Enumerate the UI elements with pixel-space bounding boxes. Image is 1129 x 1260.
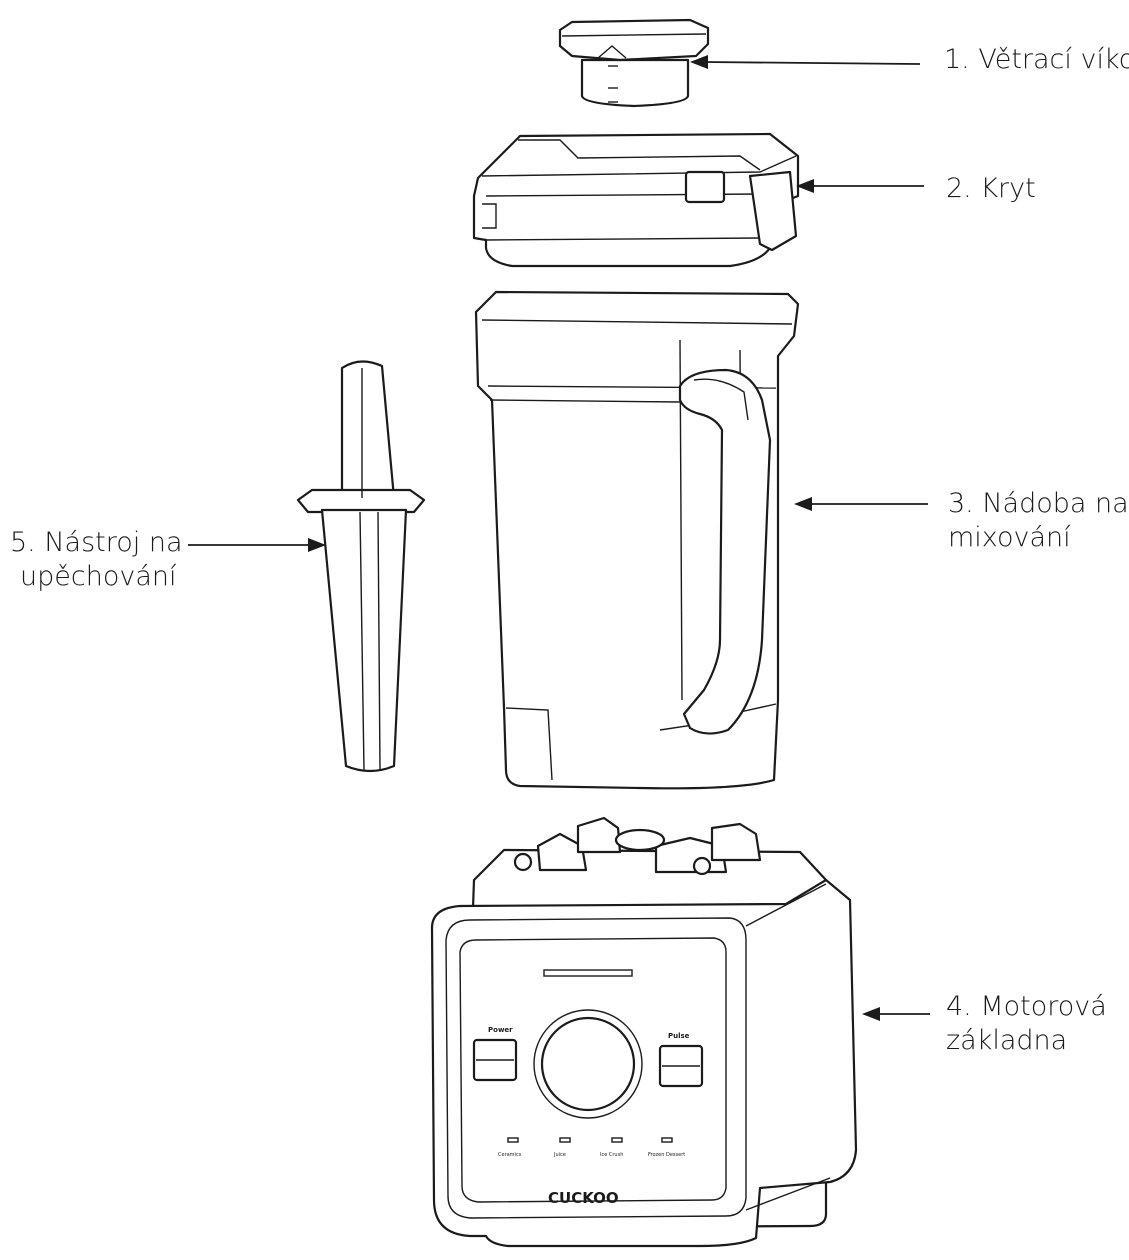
label-cover: 2. Kryt: [946, 172, 1036, 206]
callout-arrows: [188, 55, 930, 1021]
pulse-switch-label: Pulse: [668, 1032, 690, 1040]
mode-label-2: Juice: [553, 1152, 566, 1158]
label-vent-lid-text: 1. Větrací víko: [944, 44, 1129, 75]
label-tamper-line2: upěchování: [20, 561, 177, 592]
label-jar-line1: 3. Nádoba na: [948, 488, 1129, 519]
power-switch-label: Power: [488, 1026, 513, 1034]
label-cover-text: 2. Kryt: [946, 173, 1036, 204]
mode-label-3: Ice Crush: [600, 1152, 623, 1158]
label-motor-base: 4. Motorová základna: [946, 990, 1107, 1058]
label-blending-jar: 3. Nádoba na mixování: [948, 487, 1129, 555]
mode-label-1: Ceramics: [498, 1152, 522, 1158]
cover-illustration: [472, 132, 800, 268]
label-tamper-line1: 5. Nástroj na: [10, 527, 183, 558]
vent-lid-illustration: [558, 18, 710, 108]
tamper-illustration: [296, 360, 426, 773]
label-vent-lid: 1. Větrací víko: [944, 43, 1129, 77]
brand-logo-text: CUCKOO: [548, 1189, 619, 1207]
mode-label-4: Frozen Dessert: [648, 1152, 685, 1158]
blending-jar-illustration: [474, 290, 800, 790]
label-jar-line2: mixování: [948, 522, 1071, 553]
label-base-line1: 4. Motorová: [946, 991, 1107, 1022]
label-tamper: 5. Nástroj na upěchování: [10, 526, 183, 594]
label-base-line2: základna: [946, 1025, 1068, 1056]
motor-base-illustration: [430, 816, 858, 1248]
